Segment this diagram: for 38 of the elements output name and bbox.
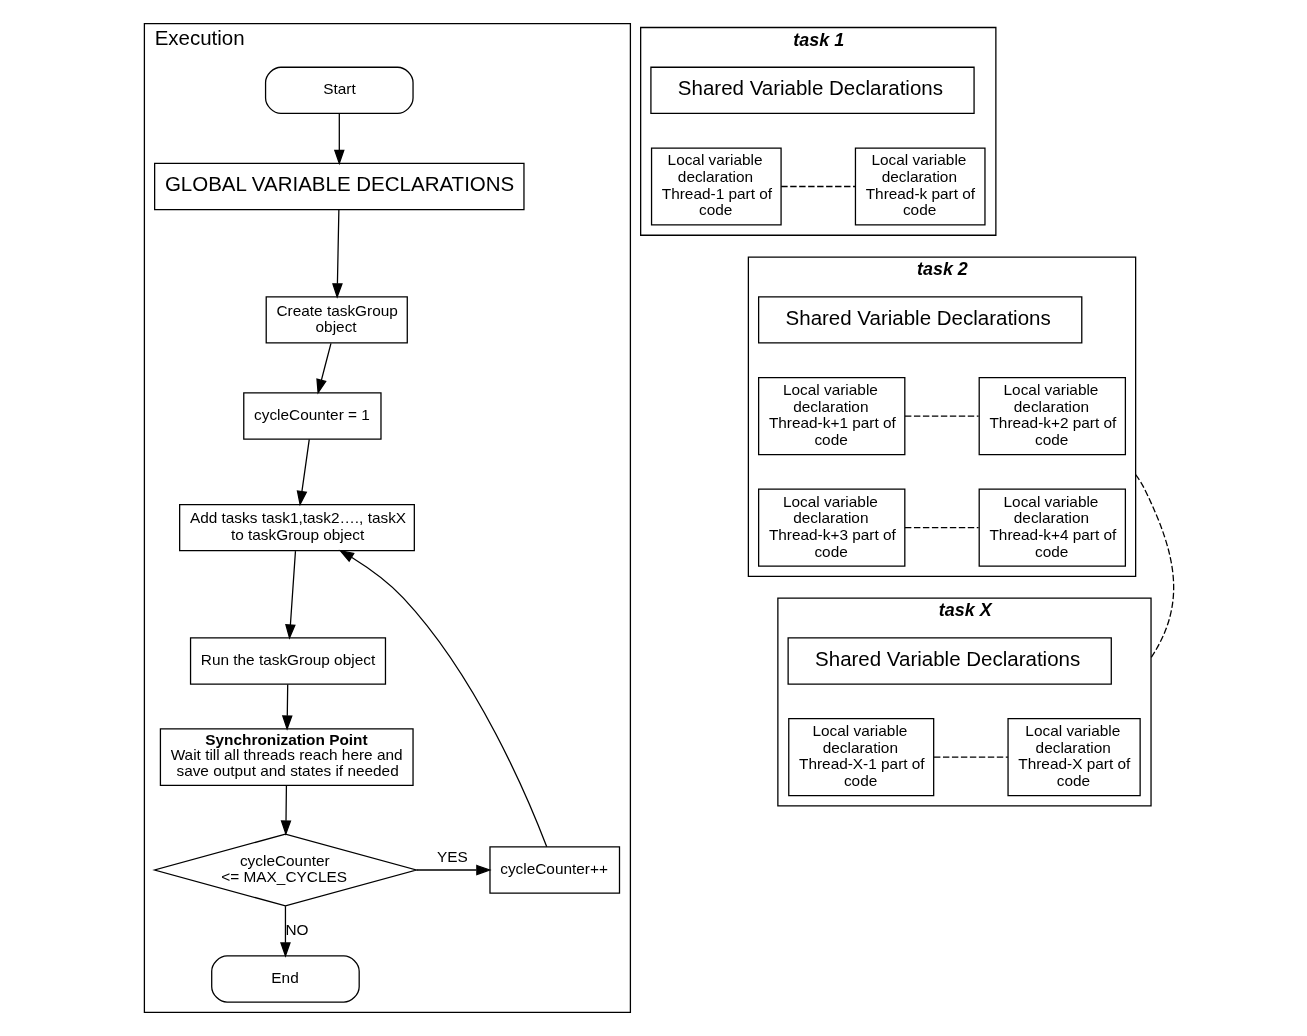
connector [932, 756, 1008, 758]
arrow [280, 785, 291, 836]
edge-label: NO [284, 920, 309, 938]
node-box: Start [264, 66, 414, 115]
node-diamond: cycleCounter <= MAX_CYCLES [151, 833, 419, 907]
arrow [281, 683, 293, 731]
node-box: Shared Variable Declarations [649, 66, 975, 115]
node-box: Shared Variable Declarations [787, 637, 1112, 685]
arrow [415, 864, 492, 876]
arrow [333, 113, 345, 166]
node-box: Shared Variable Declarations [757, 296, 1082, 344]
node-box: Local variable declaration Thread-X-1 part of code [787, 718, 934, 797]
node-box: Local variable declaration Thread-k+1 part of code [757, 376, 905, 456]
node-box: GLOBAL VARIABLE DECLARATIONS [153, 162, 525, 211]
edge-label: YES [436, 847, 468, 865]
arrow [331, 209, 343, 299]
arrow [315, 342, 332, 395]
node-box: Run the taskGroup object [189, 637, 386, 685]
connector [903, 415, 979, 417]
connector [780, 185, 856, 188]
node-box: Local variable declaration Thread-k+2 part of code [978, 376, 1126, 456]
arrow [338, 549, 547, 848]
connector [903, 527, 979, 529]
node-box: Local variable declaration Thread-k+3 part of code [757, 488, 905, 567]
node-box: Add tasks task1,task2…., taskX to taskGroup object [178, 503, 415, 552]
arrow [296, 438, 310, 507]
arrow [284, 550, 296, 640]
arrow [279, 905, 291, 958]
connector [1134, 474, 1174, 659]
node-box: cycleCounter++ [488, 846, 620, 894]
node-box: Local variable declaration Thread-X part of code [1006, 718, 1141, 797]
node-box: cycleCounter = 1 [242, 392, 382, 440]
node-box: End [210, 955, 360, 1003]
node-box: Create taskGroup object [265, 296, 408, 344]
node-box: Synchronization Point Wait till all threads reach here and save output and states if needed [159, 728, 414, 786]
node-box: Local variable declaration Thread-k part of code [854, 147, 986, 226]
node-box: Local variable declaration Thread-1 part of code [650, 147, 782, 226]
node-box: Local variable declaration Thread-k+4 part of code [978, 488, 1126, 567]
